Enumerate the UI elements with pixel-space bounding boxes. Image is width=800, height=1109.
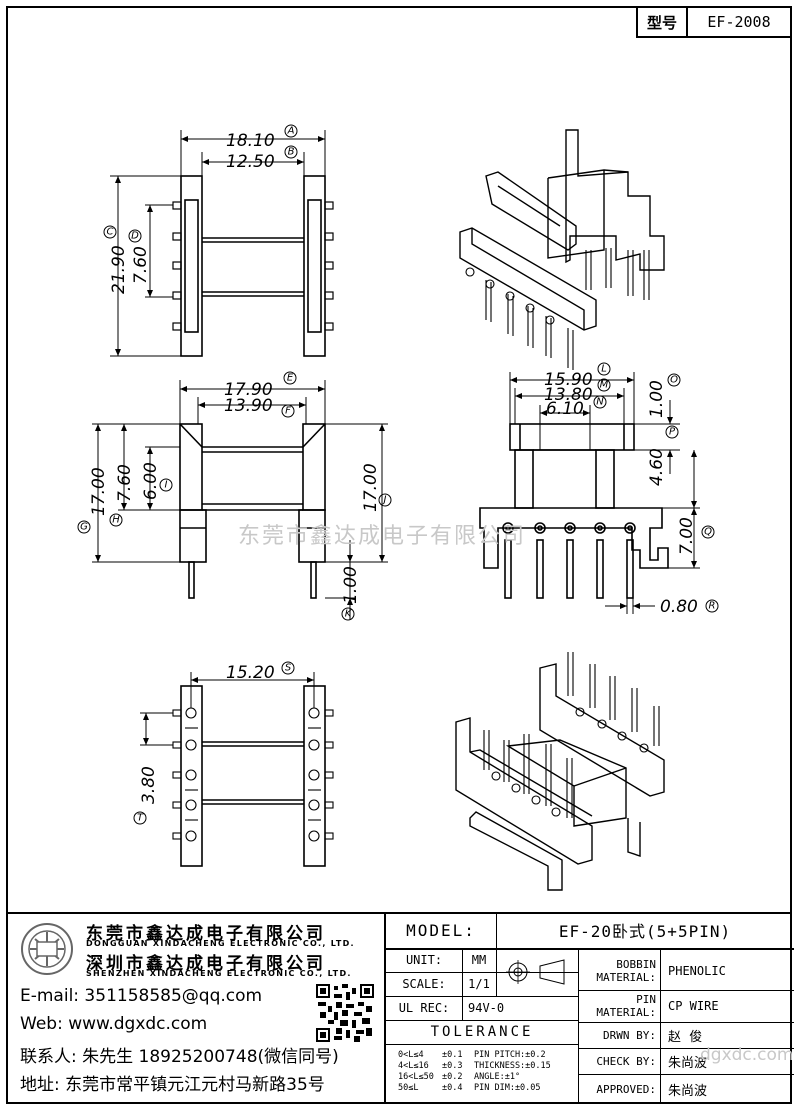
ulrec-label: UL REC: xyxy=(398,1001,450,1015)
circle-letter-g: G xyxy=(80,522,88,533)
dim-s: 15.20 xyxy=(226,663,275,683)
qr-code-icon xyxy=(316,984,374,1042)
circle-letter-h: H xyxy=(112,515,120,526)
circle-letter-b: B xyxy=(288,147,295,158)
model-label: MODEL: xyxy=(406,920,476,940)
top-view xyxy=(110,130,334,357)
dim-p: 4.60 xyxy=(647,448,667,486)
dim-g: 17.00 xyxy=(89,467,109,516)
company-name-en-2: SHENZHEN XINDACHENG ELECTRONIC CO., LTD. xyxy=(86,969,352,978)
circle-letter-n: N xyxy=(596,397,604,408)
model-value: EF-20卧式(5+5PIN) xyxy=(558,922,732,941)
isometric-view-bottom xyxy=(455,652,665,891)
dim-h: 7.60 xyxy=(115,464,135,502)
company-web: Web: www.dgxdc.com xyxy=(20,1014,208,1034)
dim-i: 6.00 xyxy=(141,462,161,500)
circle-letter-t: T xyxy=(137,813,144,824)
dim-f: 13.90 xyxy=(224,396,273,416)
pin-material-value: CP WIRE xyxy=(668,999,719,1013)
front-view xyxy=(92,380,388,620)
watermark-url: dgxdc.com xyxy=(700,1045,794,1065)
drawing-frame xyxy=(6,6,792,1104)
circle-letter-i: I xyxy=(165,480,168,491)
dim-b: 12.50 xyxy=(226,152,275,172)
technical-drawing: A B C D E F G H I J K L M N O P Q R S T … xyxy=(77,124,719,891)
tolerance-label: TOLERANCE xyxy=(430,1024,534,1040)
drawn-by-value: 赵 俊 xyxy=(668,1029,703,1045)
side-view xyxy=(479,372,700,614)
drawn-by-label: DRWN BY: xyxy=(603,1028,656,1042)
title-block xyxy=(6,912,792,1104)
type-label: 型号 xyxy=(638,8,688,36)
dim-j: 17.00 xyxy=(361,463,381,512)
company-contact: 联系人: 朱先生 18925200748(微信同号) xyxy=(20,1047,339,1067)
circle-letter-e: E xyxy=(287,373,294,384)
dim-d: 7.60 xyxy=(131,246,151,284)
pin-material-label: PIN MATERIAL: xyxy=(596,993,656,1019)
type-value: EF-2008 xyxy=(707,13,771,31)
check-by-label: CHECK BY: xyxy=(596,1054,656,1068)
circle-letter-p: P xyxy=(669,427,676,438)
bobbin-material-value: PHENOLIC xyxy=(668,964,726,978)
company-email: E-mail: 351158585@qq.com xyxy=(20,986,263,1006)
dim-o: 1.00 xyxy=(647,380,667,418)
dim-a: 18.10 xyxy=(226,131,275,151)
scale-label: SCALE: xyxy=(402,977,446,991)
circle-letter-j: J xyxy=(382,495,387,506)
circle-letter-k: K xyxy=(345,609,353,620)
dim-q: 7.00 xyxy=(677,517,697,555)
company-name-cn-1: 东莞市鑫达成电子有限公司 xyxy=(86,924,326,944)
company-logo-icon xyxy=(21,923,73,975)
circle-letter-d: D xyxy=(131,231,139,242)
circle-letter-q: Q xyxy=(704,527,712,538)
dim-n: 6.10 xyxy=(546,399,584,419)
specification-table: MODEL: EF-20卧式(5+5PIN) UNIT: MM SCALE: 1… xyxy=(384,912,794,1104)
circle-letter-s: S xyxy=(285,663,292,674)
dim-e: 17.90 xyxy=(224,380,273,400)
projection-symbol-icon xyxy=(506,959,565,985)
bottom-view xyxy=(140,672,334,867)
circle-letter-l: L xyxy=(601,364,607,375)
unit-value: MM xyxy=(471,953,487,967)
scale-value: 1/1 xyxy=(468,977,490,991)
dim-k: 1.00 xyxy=(341,566,361,604)
ulrec-value: 94V-0 xyxy=(468,1001,505,1015)
watermark: 东莞市鑫达成电子有限公司 xyxy=(238,524,527,549)
approved-label: APPROVED: xyxy=(596,1082,656,1096)
company-name-cn-2: 深圳市鑫达成电子有限公司 xyxy=(86,954,326,974)
company-name-en-1: DONGGUAN XINDACHENG ELECTRONIC CO., LTD. xyxy=(86,939,355,948)
company-address: 地址: 东莞市常平镇元江元村马新路35号 xyxy=(20,1075,325,1095)
check-by-value: 朱尚波 xyxy=(668,1055,708,1071)
dim-c: 21.90 xyxy=(109,245,129,294)
circle-letter-r: R xyxy=(709,601,716,612)
circle-letter-o: O xyxy=(670,375,678,386)
type-header: 型号 EF-2008 xyxy=(636,6,792,38)
circle-letter-c: C xyxy=(107,227,114,238)
unit-label: UNIT: xyxy=(405,953,443,967)
dim-r: 0.80 xyxy=(660,597,698,617)
dim-l: 15.90 xyxy=(544,370,593,390)
circle-letter-a: A xyxy=(287,126,295,137)
dim-m: 13.80 xyxy=(544,385,593,405)
circle-letter-f: F xyxy=(285,406,291,417)
dim-t: 3.80 xyxy=(139,766,159,804)
bobbin-material-label: BOBBIN MATERIAL: xyxy=(596,958,656,984)
isometric-view-top xyxy=(459,129,665,370)
circle-letter-m: M xyxy=(600,380,609,391)
approved-value: 朱尚波 xyxy=(668,1083,708,1099)
